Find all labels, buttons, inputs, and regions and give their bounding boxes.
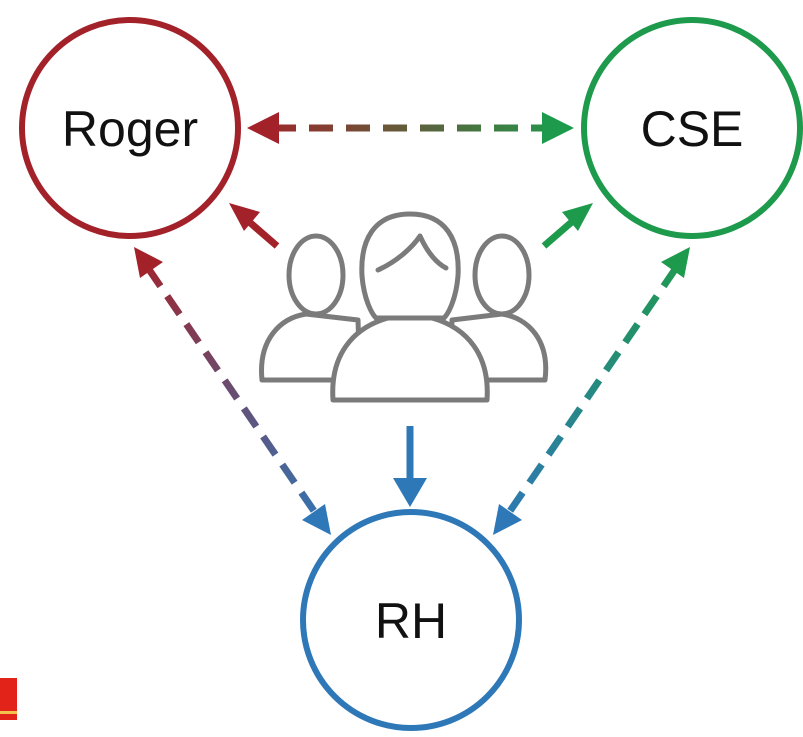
edge-people-rh (393, 426, 427, 507)
edge-cse-rh (493, 247, 690, 535)
edge-roger-rh (134, 247, 331, 535)
arrowhead-cse (562, 203, 593, 231)
arrowhead-roger (134, 247, 163, 278)
corner-badge (0, 678, 17, 720)
arrowhead-rh (393, 478, 427, 507)
edge-people-cse (541, 203, 593, 249)
arrowhead-cse (661, 247, 690, 278)
node-roger: Roger (19, 17, 241, 239)
edge-people-roger (229, 203, 280, 249)
node-roger-label: Roger (62, 101, 198, 157)
node-cse-label: CSE (641, 101, 744, 157)
node-rh-label: RH (375, 593, 447, 649)
person-center-icon (330, 211, 490, 403)
arrowhead-cse (542, 112, 574, 144)
node-cse: CSE (581, 17, 803, 239)
corner-badge-stripe (0, 711, 17, 714)
arrowhead-roger (229, 203, 260, 231)
edge-roger-cse (247, 112, 574, 144)
node-rh: RH (300, 509, 522, 731)
arrowhead-rh (493, 504, 522, 535)
people-group-icon (259, 211, 549, 403)
arrowhead-rh (302, 504, 331, 535)
arrowhead-roger (247, 112, 279, 144)
